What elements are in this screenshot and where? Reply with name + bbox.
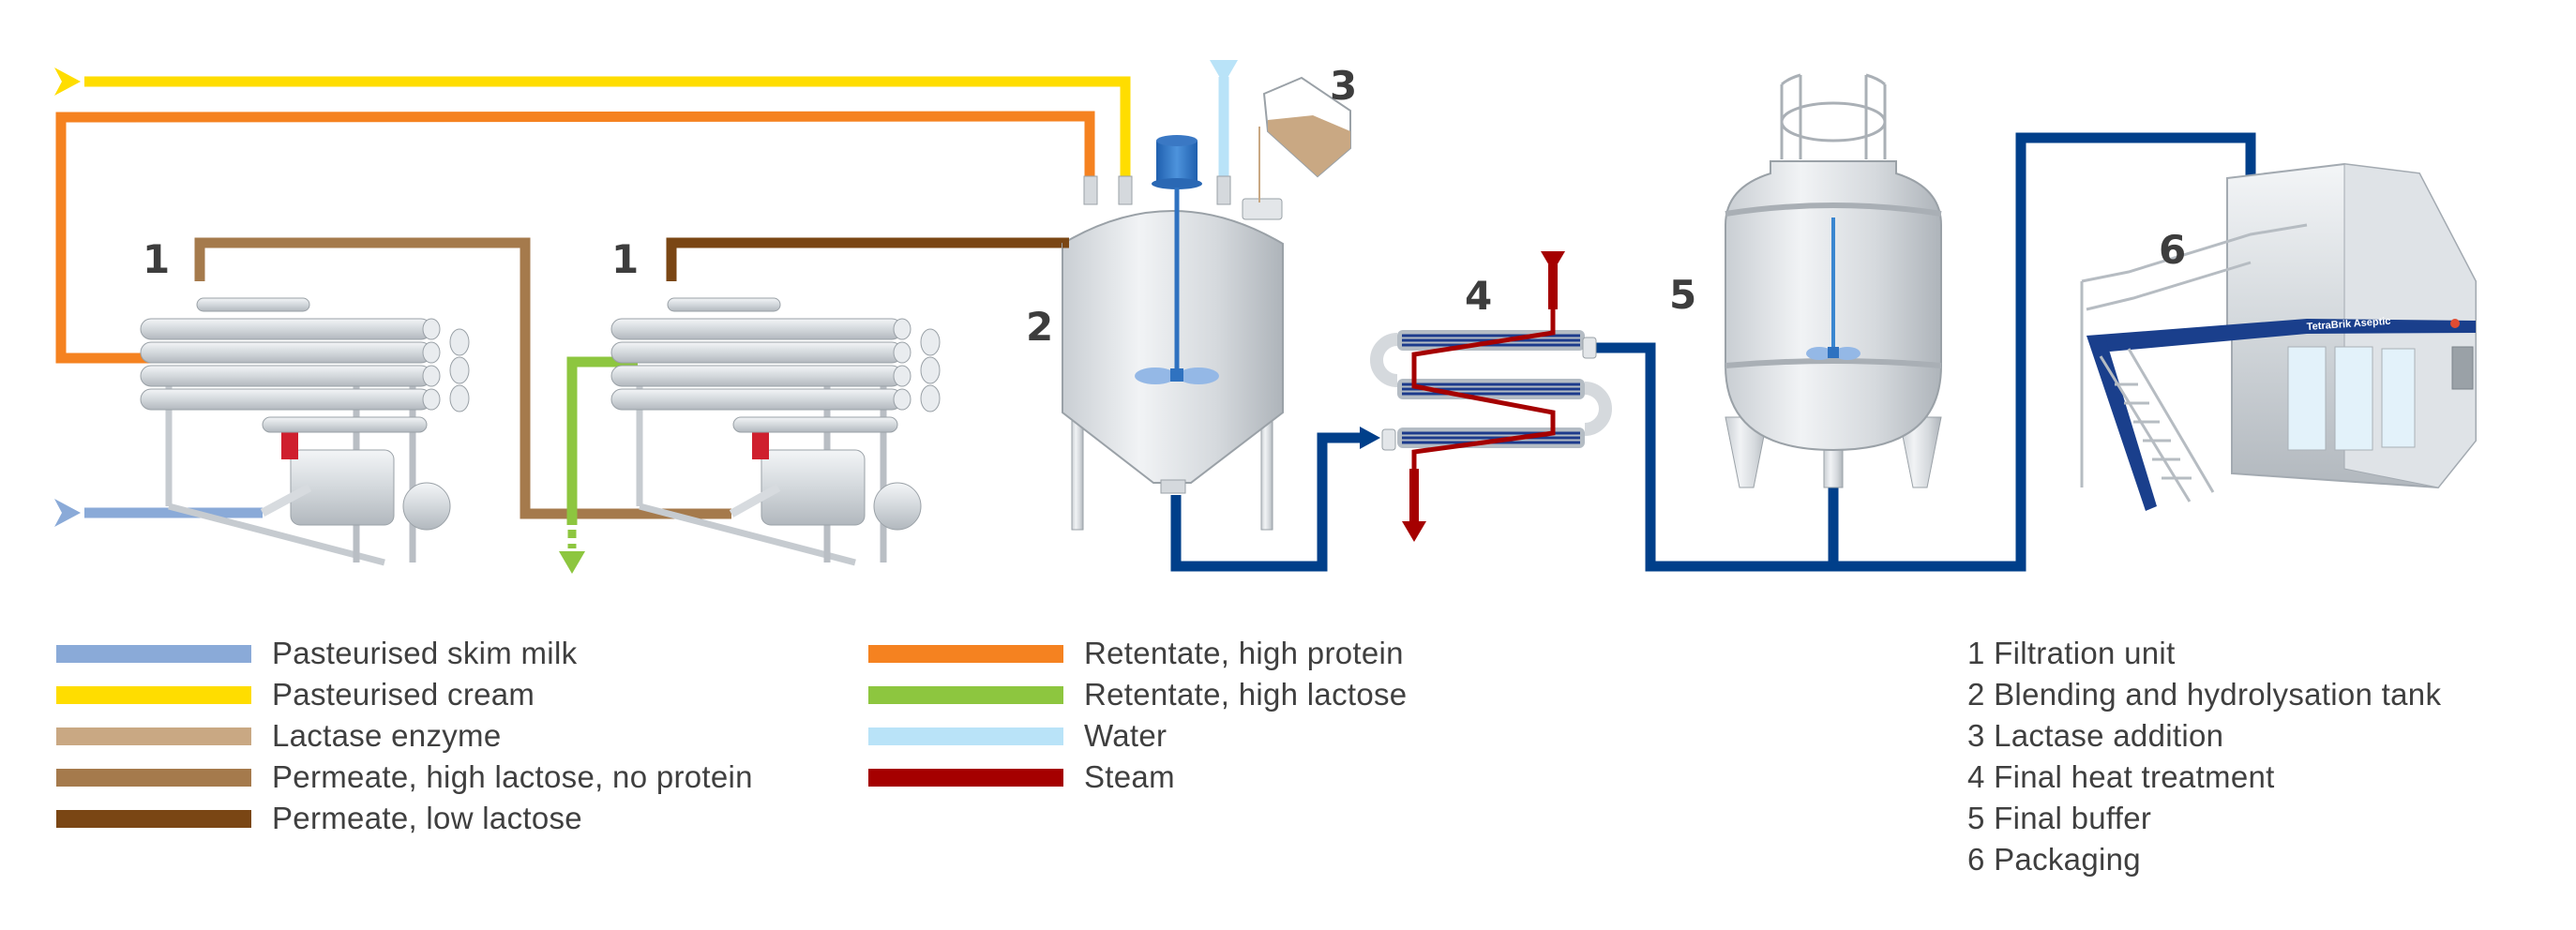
pipe-retentate-lactose <box>566 356 638 525</box>
filtration-unit-1 <box>140 297 470 566</box>
legend-label: Retentate, high protein <box>1084 636 1404 670</box>
legend-streams-middle: Retentate, high protein Retentate, high … <box>868 633 1407 798</box>
legend-label: Pasteurised cream <box>272 677 535 712</box>
equipment-key: 1 Filtration unit 2 Blending and hydroly… <box>1967 633 2441 880</box>
filtration-unit-2 <box>610 297 941 566</box>
key-item: 6 Packaging <box>1967 842 2141 877</box>
blending-tank <box>1062 135 1284 531</box>
label-heat: 4 <box>1465 273 1492 319</box>
water-inlet-arrow <box>1210 60 1238 84</box>
key-item: 3 Lactase addition <box>1967 718 2224 753</box>
legend-label: Permeate, low lactose <box>272 801 582 835</box>
label-tank: 2 <box>1026 304 1053 350</box>
pipe-permeate-low-lactose <box>666 237 1069 281</box>
key-item: 5 Final buffer <box>1967 801 2152 835</box>
legend-item: Steam <box>868 757 1407 798</box>
pipes <box>54 60 2265 574</box>
legend-item: Water <box>868 715 1407 757</box>
pipe-retentate-protein <box>55 111 1095 364</box>
label-filtration-2: 1 <box>611 236 639 282</box>
pipe-product-to-buffer <box>1594 132 2256 572</box>
legend-label: Water <box>1084 718 1167 753</box>
steam-outlet-arrow <box>1402 521 1426 542</box>
legend-item: Lactase enzyme <box>56 715 753 757</box>
legend-swatch <box>56 809 251 828</box>
pipe-permeate-high-lactose <box>194 237 731 519</box>
retentate-lactose-outlet-arrow <box>559 551 585 574</box>
steam-inlet-arrow <box>1541 251 1565 272</box>
legend-label: Permeate, high lactose, no protein <box>272 759 753 794</box>
label-filtration-1: 1 <box>143 236 170 282</box>
legend-item: Pasteurised cream <box>56 674 753 715</box>
legend-swatch <box>56 685 251 704</box>
legend-item: Retentate, high protein <box>868 633 1407 674</box>
label-lactase: 3 <box>1330 63 1357 109</box>
pipe-product <box>1170 432 1369 572</box>
buffer-tank <box>1725 73 1942 488</box>
legend-swatch <box>56 644 251 663</box>
legend-swatch <box>868 768 1063 787</box>
legend-swatch <box>868 644 1063 663</box>
cream-inlet-arrow <box>54 68 81 96</box>
legend-label: Lactase enzyme <box>272 718 502 753</box>
legend-swatch <box>56 768 251 787</box>
legend-label: Retentate, high lactose <box>1084 677 1408 712</box>
legend-item: Retentate, high lactose <box>868 674 1407 715</box>
legend-label: Steam <box>1084 759 1175 794</box>
heat-exchanger <box>1370 309 1612 469</box>
legend-swatch <box>868 727 1063 745</box>
skim-milk-inlet-arrow <box>54 499 81 527</box>
key-item: 2 Blending and hydrolysation tank <box>1967 677 2442 712</box>
legend-item: Permeate, low lactose <box>56 798 753 839</box>
legend-item: Pasteurised skim milk <box>56 633 753 674</box>
key-item: 1 Filtration unit <box>1967 636 2176 670</box>
lactase-jug <box>1258 76 1351 202</box>
label-packaging: 6 <box>2159 227 2186 273</box>
legend-swatch <box>56 727 251 745</box>
legend-streams-left: Pasteurised skim milk Pasteurised cream … <box>56 633 753 839</box>
key-item: 4 Final heat treatment <box>1967 759 2275 794</box>
legend-item: Permeate, high lactose, no protein <box>56 757 753 798</box>
legend-label: Pasteurised skim milk <box>272 636 578 670</box>
heat-inlet-arrow <box>1360 427 1380 449</box>
label-buffer: 5 <box>1669 272 1696 318</box>
legend-swatch <box>868 685 1063 704</box>
packaging-machine: TetraBrik Aseptic <box>2080 162 2477 511</box>
pipe-cream <box>84 76 1131 186</box>
